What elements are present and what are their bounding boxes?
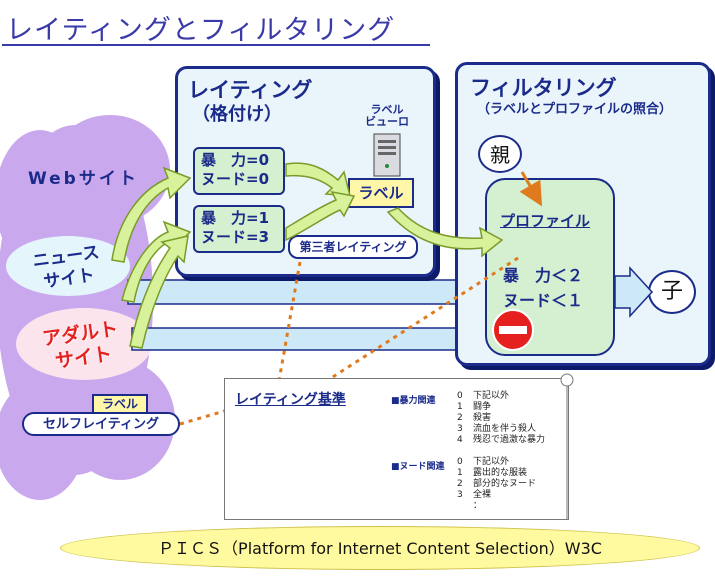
scroll-curl <box>560 373 574 520</box>
pics-banner: ＰＩＣＳ（Platform for Internet Content Selec… <box>60 526 700 570</box>
internet-cloud <box>0 115 175 500</box>
profile-title: プロファイル <box>500 212 591 230</box>
rating-card-1-violence: 暴 力=0 <box>201 151 270 169</box>
filter-panel-title: フィルタリング <box>470 76 617 100</box>
nudity-level: 3 <box>457 490 463 500</box>
self-rating-label: ラベル <box>92 394 148 414</box>
violence-level: 1 <box>457 402 463 412</box>
rating-panel-title: レイティング <box>188 78 313 102</box>
violence-item: 1 闘争 <box>457 402 545 413</box>
rating-card-1: 暴 力=0 ヌード=0 <box>193 147 285 195</box>
server-icon <box>373 133 401 177</box>
violence-desc: 流血を伴う殺人 <box>473 424 537 434</box>
self-rating: セルフレイティング <box>22 412 180 436</box>
rating-criteria-document: レイティング基準 ■暴力関連 0 下記以外 1 闘争 2 殺害 3 流血を伴う殺人 4 残忍で過激… <box>224 378 569 520</box>
nudity-item: 3 全裸 <box>457 490 536 501</box>
nudity-desc: ： <box>473 501 483 511</box>
violence-level: 4 <box>457 435 463 445</box>
violence-item: 3 流血を伴う殺人 <box>457 424 545 435</box>
nudity-item: 2 部分的なヌード <box>457 479 536 490</box>
criteria-violence-list: 0 下記以外 1 闘争 2 殺害 3 流血を伴う殺人 4 残忍で過激な暴力 <box>457 391 545 446</box>
criteria-title: レイティング基準 <box>235 392 346 408</box>
third-party-rating: 第三者レイティング <box>288 235 418 259</box>
violence-desc: 殺害 <box>473 413 492 423</box>
page-title: レイティングとフィルタリング <box>6 15 396 46</box>
rating-card-2-nudity: ヌード=3 <box>201 228 270 246</box>
nudity-level: 0 <box>457 457 463 467</box>
violence-level: 0 <box>457 391 463 401</box>
nudity-item: ： <box>457 501 536 512</box>
child-node: 子 <box>648 270 696 314</box>
nudity-level: 2 <box>457 479 463 489</box>
violence-desc: 闘争 <box>473 402 492 412</box>
label-viewer-caption: ラベル ビューロ <box>365 103 409 128</box>
green-arrow-label-to-profile <box>386 207 504 258</box>
filter-panel-subtitle: （ラベルとプロファイルの照合） <box>477 102 673 117</box>
violence-level: 3 <box>457 424 463 434</box>
orange-arrow-parent-to-profile <box>519 171 543 207</box>
parent-node: 親 <box>478 135 522 173</box>
nudity-item: 0 下記以外 <box>457 457 536 468</box>
news-site-bubble <box>6 236 130 296</box>
adult-site-bubble <box>16 308 152 380</box>
rating-panel-subtitle: （格付け） <box>192 104 282 125</box>
violence-item: 0 下記以外 <box>457 391 545 402</box>
criteria-nudity-heading: ■ヌード関連 <box>391 462 445 472</box>
violence-level: 2 <box>457 413 463 423</box>
nudity-desc: 部分的なヌード <box>473 479 537 489</box>
rating-card-2: 暴 力=1 ヌード=3 <box>193 205 285 253</box>
nudity-desc: 全裸 <box>473 490 492 500</box>
stop-icon <box>492 309 534 351</box>
green-arrow-web-to-card1 <box>111 166 192 263</box>
violence-desc: 残忍で過激な暴力 <box>473 435 546 445</box>
rating-card-1-nudity: ヌード=0 <box>201 170 270 188</box>
nudity-desc: 露出的な服装 <box>473 468 528 478</box>
nudity-item: 1 露出的な服装 <box>457 468 536 479</box>
web-site-label: Webサイト <box>28 169 139 189</box>
violence-item: 2 殺害 <box>457 413 545 424</box>
criteria-violence-heading: ■暴力関連 <box>391 396 436 406</box>
dotted-line-profile-to-criteria <box>299 256 519 400</box>
arrow-tip-to-child <box>614 266 654 318</box>
nudity-desc: 下記以外 <box>473 457 510 467</box>
violence-desc: 下記以外 <box>473 391 510 401</box>
nudity-level: 1 <box>457 468 463 478</box>
green-arrow-card1-to-label <box>285 162 351 197</box>
profile-nudity: ヌード＜１ <box>503 291 584 310</box>
criteria-nudity-list: 0 下記以外 1 露出的な服装 2 部分的なヌード 3 全裸： <box>457 457 536 512</box>
green-arrow-card2-to-label <box>285 190 356 242</box>
title-underline <box>2 44 430 46</box>
rating-card-2-violence: 暴 力=1 <box>201 209 270 227</box>
profile-violence: 暴 力＜２ <box>503 266 584 285</box>
violence-item: 4 残忍で過激な暴力 <box>457 435 545 446</box>
green-arrow-adult-to-card2 <box>129 235 189 349</box>
